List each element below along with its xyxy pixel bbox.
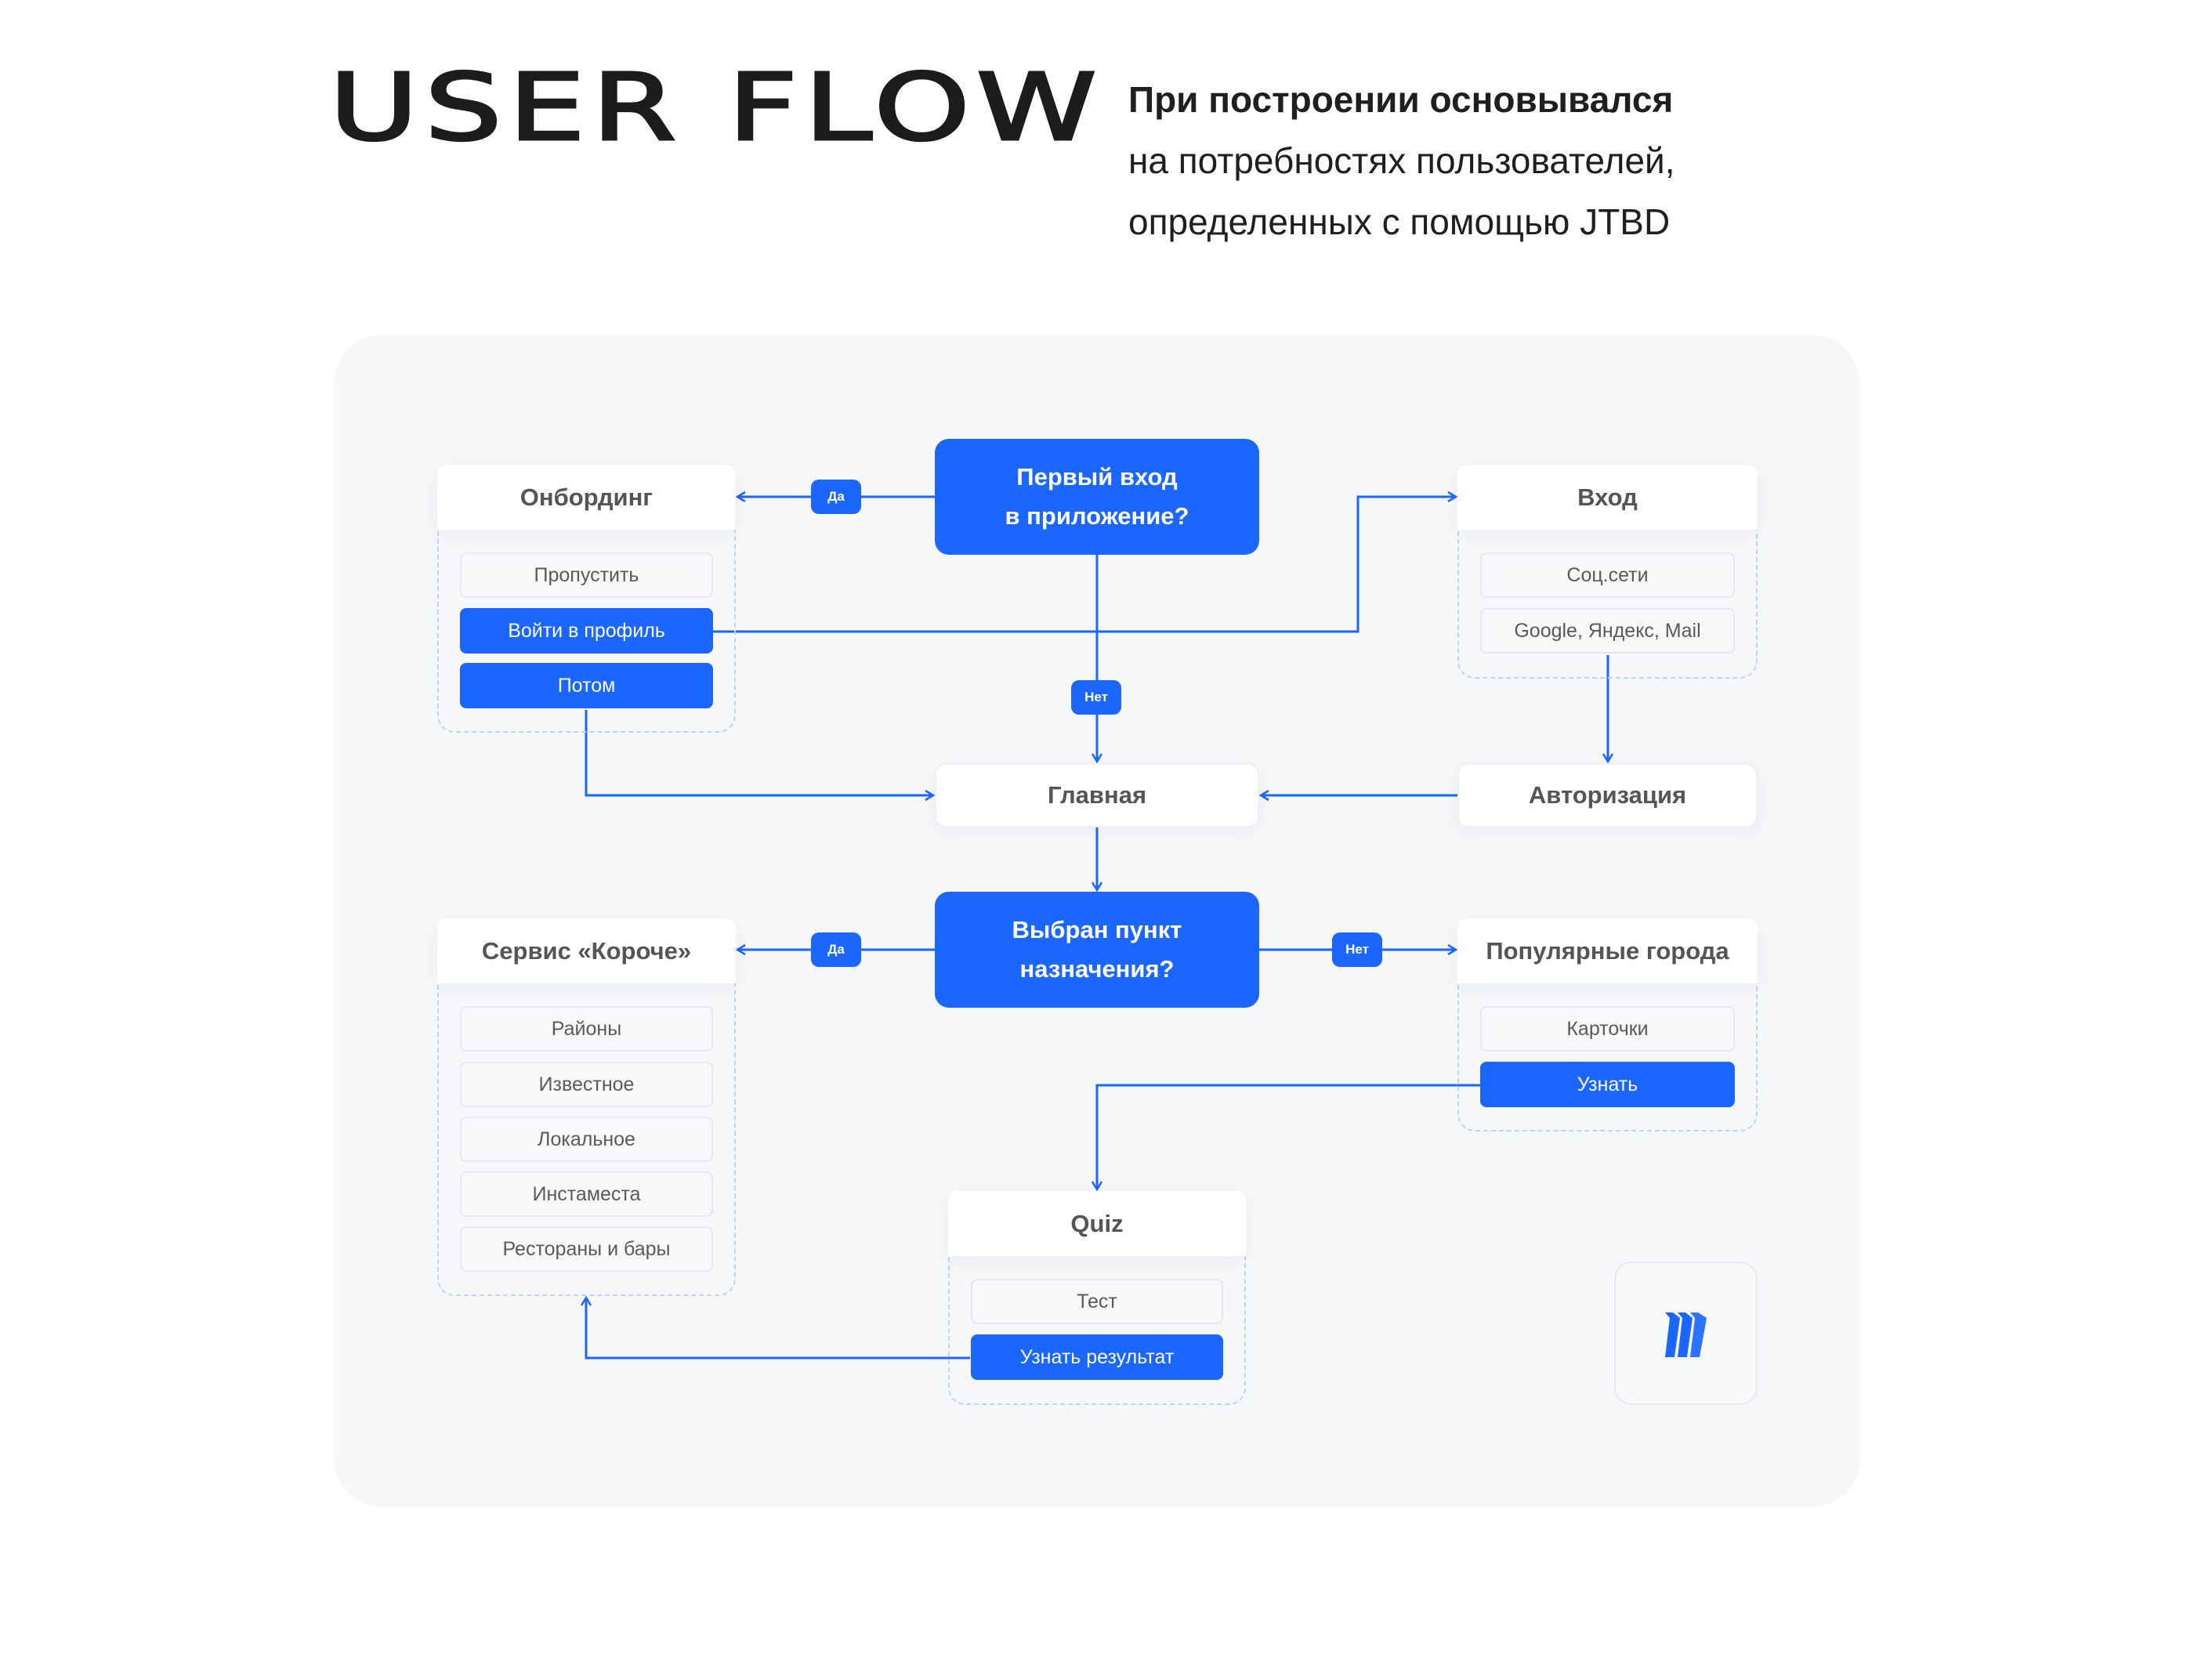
- tag-no-first-entry: Нет: [1071, 680, 1121, 715]
- tag-no-destination: Нет: [1332, 932, 1382, 967]
- option-local[interactable]: Локальное: [460, 1117, 713, 1162]
- option-cards[interactable]: Карточки: [1480, 1006, 1735, 1052]
- popular-cities-card: Популярные города Карточки Узнать: [1457, 918, 1758, 1131]
- option-districts[interactable]: Районы: [460, 1006, 713, 1052]
- option-famous[interactable]: Известное: [460, 1062, 713, 1107]
- quiz-options-group: [948, 1246, 1246, 1405]
- option-get-result[interactable]: Узнать результат: [971, 1334, 1223, 1380]
- miro-logo-icon: [1664, 1312, 1707, 1357]
- tag-yes-first-entry: Да: [811, 480, 861, 514]
- page-subtitle: При построении основывался на потребност…: [1128, 69, 1834, 252]
- logo-box: [1614, 1262, 1758, 1405]
- service-title: Сервис «Короче»: [437, 918, 736, 983]
- decision-destination-line-1: Выбран пункт: [1012, 916, 1182, 943]
- option-login-profile[interactable]: Войти в профиль: [460, 608, 713, 654]
- option-test[interactable]: Тест: [971, 1279, 1223, 1324]
- subtitle-line-3: определенных с помощью JTBD: [1128, 201, 1671, 242]
- onboarding-options-group: [437, 520, 736, 733]
- option-google-yandex-mail[interactable]: Google, Яндекс, Mail: [1480, 608, 1735, 654]
- subtitle-line-1: При построении основывался: [1128, 79, 1674, 120]
- onboarding-card: Онбординг Пропустить Войти в профиль Пот…: [437, 465, 736, 733]
- onboarding-title: Онбординг: [437, 465, 736, 530]
- login-options-group: [1457, 520, 1758, 679]
- decision-first-entry: Первый вход в приложение?: [935, 439, 1259, 555]
- quiz-title: Quiz: [948, 1191, 1246, 1256]
- quiz-card: Quiz Тест Узнать результат: [948, 1191, 1246, 1405]
- login-title: Вход: [1457, 465, 1758, 530]
- popular-cities-title: Популярные города: [1457, 918, 1758, 983]
- decision-destination: Выбран пункт назначения?: [935, 892, 1259, 1008]
- page-title: USER FLOW: [328, 53, 1103, 161]
- popular-cities-options-group: [1457, 973, 1758, 1131]
- login-card: Вход Соц.сети Google, Яндекс, Mail: [1457, 465, 1758, 679]
- option-later[interactable]: Потом: [460, 663, 713, 708]
- service-options-group: [437, 973, 736, 1296]
- service-card: Сервис «Короче» Районы Известное Локальн…: [437, 918, 736, 1296]
- option-skip[interactable]: Пропустить: [460, 552, 713, 598]
- main-screen-node: Главная: [935, 763, 1259, 827]
- option-instaplaces[interactable]: Инстаместа: [460, 1171, 713, 1217]
- decision-first-entry-line-2: в приложение?: [1005, 502, 1189, 530]
- subtitle-line-2: на потребностях пользователей,: [1128, 140, 1675, 181]
- authorization-node: Авторизация: [1457, 763, 1758, 827]
- tag-yes-destination: Да: [811, 932, 861, 967]
- option-restaurants-bars[interactable]: Рестораны и бары: [460, 1226, 713, 1272]
- option-learn[interactable]: Узнать: [1480, 1062, 1735, 1107]
- option-social[interactable]: Соц.сети: [1480, 552, 1735, 598]
- decision-destination-line-2: назначения?: [1019, 955, 1175, 983]
- decision-first-entry-line-1: Первый вход: [1016, 463, 1178, 491]
